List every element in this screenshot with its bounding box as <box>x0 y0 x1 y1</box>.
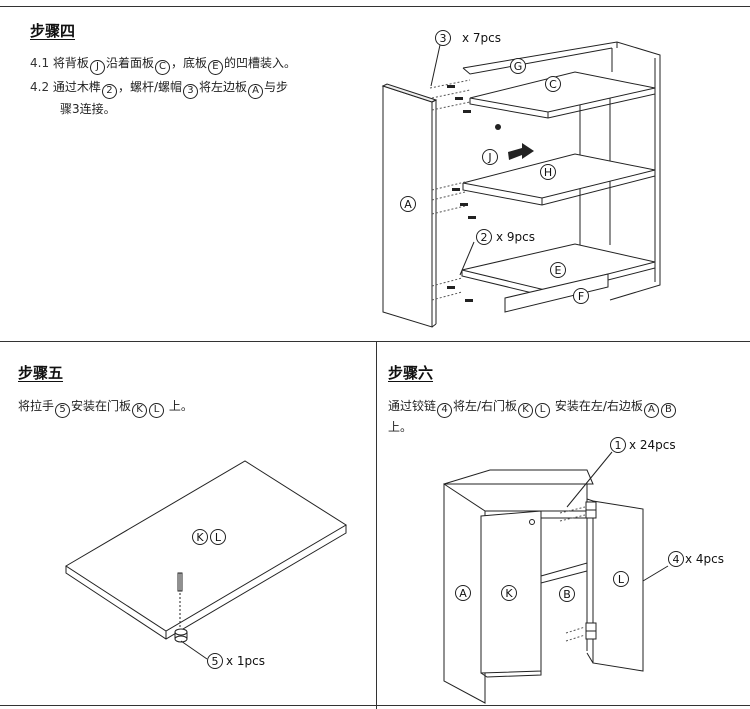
part-label-icon: 4 <box>437 403 453 418</box>
side-label-b: B <box>563 588 571 601</box>
text: 安装在左/右边板 <box>554 399 643 413</box>
step4-line-3: 骤3连接。 <box>60 102 116 116</box>
text: 与步 <box>264 80 289 94</box>
step4-diagram: 3 x 7pcs G C J H A 2 x 9pcs E F <box>381 30 661 328</box>
insert-direction-arrow-icon <box>508 143 534 160</box>
bottom-border <box>0 705 750 706</box>
svg-text:C: C <box>549 78 557 91</box>
middle-shelf-h <box>462 153 656 206</box>
text: 将拉手 <box>18 399 55 413</box>
column-divider <box>376 341 377 709</box>
callout-hinges-qty: x 4pcs <box>685 552 724 566</box>
callout-handle-qty: x 1pcs <box>226 654 265 668</box>
svg-text:G: G <box>514 60 523 73</box>
text: 通过木榫 <box>52 80 101 94</box>
panel-label-k: K <box>196 531 204 544</box>
svg-text:x 7pcs: x 7pcs <box>462 31 501 45</box>
handle-screw <box>177 572 183 629</box>
svg-text:E: E <box>555 264 562 277</box>
part-label-icon: J <box>89 60 105 75</box>
middle-divider <box>0 341 750 342</box>
text: 上。 <box>168 399 193 413</box>
panel-label-l: L <box>215 531 222 544</box>
right-door-l <box>586 498 644 672</box>
side-label-a: A <box>459 587 467 600</box>
svg-text:A: A <box>404 198 412 211</box>
step6-title: 步骤六 <box>388 364 434 382</box>
part-label-icon: L <box>535 403 551 418</box>
text: ，底板 <box>170 56 207 70</box>
top-shelf-c <box>469 71 656 119</box>
step6-instruction-end: 上。 <box>388 420 413 434</box>
callout-screws-id: 1 <box>615 439 622 452</box>
plinth-f <box>504 273 609 313</box>
hinge-screws <box>559 506 586 642</box>
door-label-l: L <box>618 573 625 586</box>
hinge-icon <box>585 501 597 640</box>
svg-text:x 9pcs: x 9pcs <box>496 230 535 244</box>
text: 将左边板 <box>198 80 247 94</box>
step-number: 4.1 <box>30 56 50 70</box>
svg-text:H: H <box>544 166 552 179</box>
part-label-icon: K <box>132 403 148 418</box>
door-panel <box>65 460 347 640</box>
part-label-icon: 5 <box>55 403 71 418</box>
dowel-pins <box>447 85 501 302</box>
text: 的凹槽装入。 <box>223 56 296 70</box>
step-number: 4.2 <box>30 80 50 94</box>
text: 沿着面板 <box>105 56 154 70</box>
text: 通过铰链 <box>388 399 437 413</box>
svg-text:3: 3 <box>440 32 447 45</box>
part-label-icon: E <box>207 60 223 75</box>
part-label-icon: A <box>248 84 263 99</box>
text: 将左/右门板 <box>453 399 518 413</box>
handle-knob-icon <box>174 628 188 643</box>
part-label-icon: 3 <box>182 84 198 99</box>
part-labels: 3 x 7pcs G C J H A 2 x 9pcs E F <box>400 30 589 304</box>
top-border <box>0 6 750 7</box>
text: 将背板 <box>52 56 89 70</box>
svg-text:F: F <box>578 290 584 303</box>
text: ，螺杆/螺帽 <box>117 80 182 94</box>
part-label-icon: K <box>518 403 534 418</box>
connection-lines <box>429 79 471 301</box>
step5-diagram: K L 5 x 1pcs <box>65 460 347 669</box>
step6-diagram: 1 x 24pcs 4 x 4pcs A K B L <box>443 437 724 704</box>
part-label-icon: 2 <box>101 84 117 99</box>
part-label-icon: L <box>149 403 165 418</box>
part-label-icon: C <box>154 60 170 75</box>
svg-text:2: 2 <box>481 231 488 244</box>
step4-title: 步骤四 <box>30 22 76 40</box>
text: 安装在门板 <box>71 399 132 413</box>
callout-handle-id: 5 <box>212 655 219 668</box>
callout-hinges-id: 4 <box>673 553 680 566</box>
door-label-k: K <box>505 587 513 600</box>
svg-text:J: J <box>487 151 491 164</box>
middle-shelf-b <box>540 562 588 584</box>
callout-screws-qty: x 24pcs <box>629 438 676 452</box>
part-label-icon: A <box>643 403 659 418</box>
step5-title: 步骤五 <box>18 364 64 382</box>
part-label-icon: B <box>660 403 676 418</box>
